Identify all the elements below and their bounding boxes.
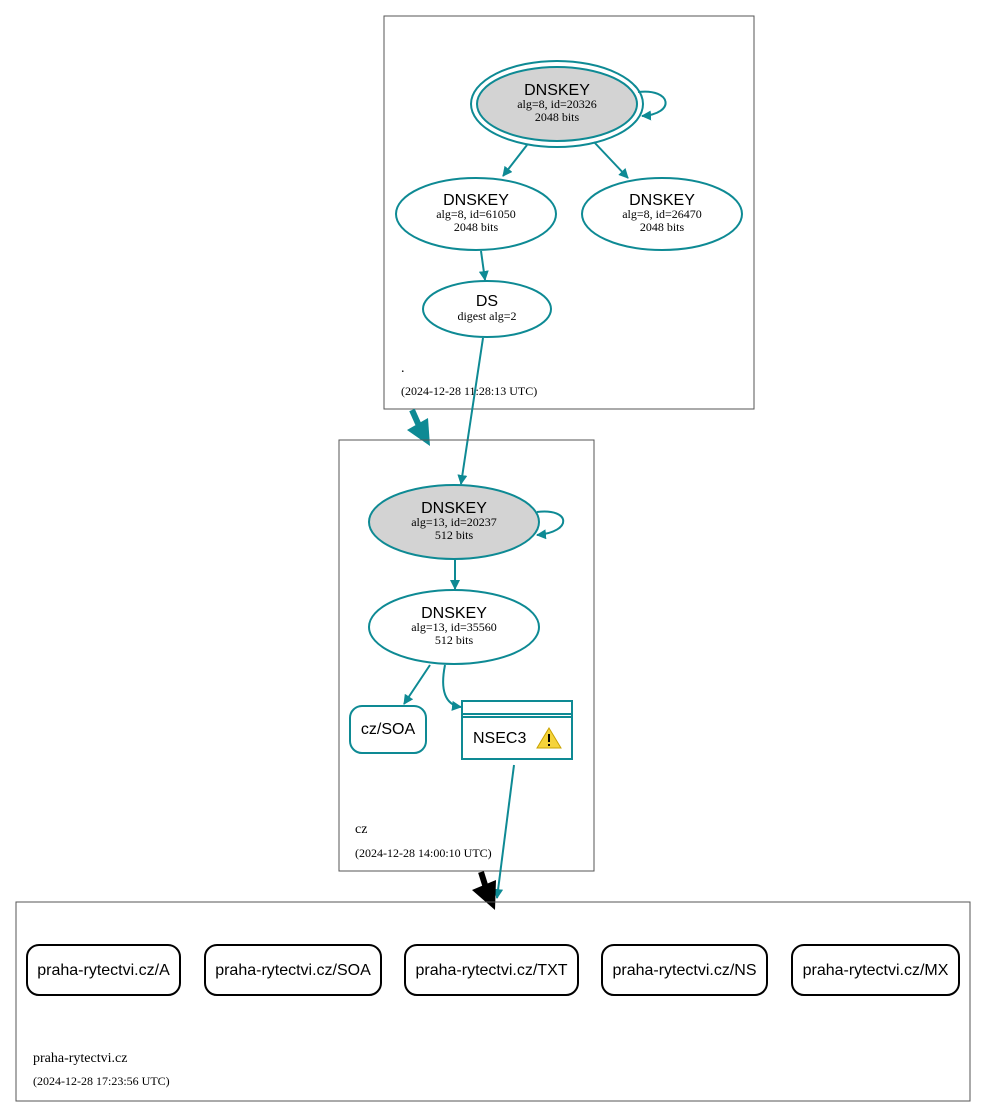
root-zsk2-title: DNSKEY [629,192,695,209]
root-zsk1-node[interactable]: DNSKEY alg=8, id=61050 2048 bits [395,177,557,251]
zone-root-name: . [401,361,405,376]
root-zsk1-line2: 2048 bits [454,220,499,234]
zone-praha-name: praha-rytectvi.cz [33,1051,127,1066]
edge-nsec3-to-praha [493,764,515,899]
root-ksk-line2: 2048 bits [535,110,580,124]
rrset-a-node[interactable]: praha-rytectvi.cz/A [26,944,181,996]
root-zsk1-line1: alg=8, id=61050 [436,207,516,221]
cz-zsk-line1: alg=13, id=35560 [411,620,497,634]
warning-icon [536,727,562,749]
cz-ds-node[interactable]: DS digest alg=2 [422,280,552,338]
root-zsk2-line1: alg=8, id=26470 [622,207,702,221]
edge-cz-zsk-to-soa [403,664,431,705]
zone-cz-box [338,439,595,872]
cz-nsec3-node[interactable]: NSEC3 [461,700,573,760]
zone-cz-timestamp: (2024-12-28 14:00:10 UTC) [355,846,492,860]
cz-ds-line1: digest alg=2 [457,309,516,323]
root-zsk2-line2: 2048 bits [640,220,685,234]
root-ksk-node[interactable]: DNSKEY alg=8, id=20326 2048 bits [470,60,644,148]
cz-ksk-self-edge [536,510,565,540]
root-zsk1-title: DNSKEY [443,192,509,209]
edge-root-ksk-to-zsk1 [502,144,528,177]
root-ksk-title: DNSKEY [524,82,590,99]
rrset-txt-label: praha-rytectvi.cz/TXT [415,962,567,979]
rrset-txt-node[interactable]: praha-rytectvi.cz/TXT [404,944,579,996]
edge-cz-zsk-to-nsec3 [442,664,462,711]
cz-soa-label: cz/SOA [361,721,416,738]
rrset-ns-label: praha-rytectvi.cz/NS [612,962,756,979]
delegation-cz-to-praha [472,871,496,910]
cz-zsk-title: DNSKEY [421,605,487,622]
delegation-root-to-cz [407,408,430,446]
rrset-ns-node[interactable]: praha-rytectvi.cz/NS [601,944,768,996]
cz-ksk-line1: alg=13, id=20237 [411,515,497,529]
cz-nsec3-label: NSEC3 [473,730,526,747]
cz-ksk-line2: 512 bits [435,528,474,542]
zone-praha-timestamp: (2024-12-28 17:23:56 UTC) [33,1074,170,1088]
zone-cz-name: cz [355,822,367,837]
cz-soa-node[interactable]: cz/SOA [349,705,427,754]
rrset-mx-label: praha-rytectvi.cz/MX [803,962,949,979]
edge-ds-to-cz-ksk [457,337,484,485]
cz-ksk-node[interactable]: DNSKEY alg=13, id=20237 512 bits [368,484,540,560]
cz-ds-title: DS [476,293,498,310]
zone-root-timestamp: (2024-12-28 11:28:13 UTC) [401,384,537,398]
root-ksk-self-edge [637,90,667,121]
root-zsk2-node[interactable]: DNSKEY alg=8, id=26470 2048 bits [581,177,743,251]
zone-root-box [383,15,755,410]
cz-zsk-node[interactable]: DNSKEY alg=13, id=35560 512 bits [368,589,540,665]
rrset-mx-node[interactable]: praha-rytectvi.cz/MX [791,944,960,996]
rrset-a-label: praha-rytectvi.cz/A [37,962,170,979]
root-ksk-line1: alg=8, id=20326 [517,97,597,111]
edge-root-zsk1-to-ds [478,250,489,281]
cz-zsk-line2: 512 bits [435,633,474,647]
zone-praha-box [15,901,971,1102]
edge-root-ksk-to-zsk2 [593,141,629,179]
rrset-soa-label: praha-rytectvi.cz/SOA [215,962,371,979]
rrset-soa-node[interactable]: praha-rytectvi.cz/SOA [204,944,382,996]
cz-ksk-title: DNSKEY [421,500,487,517]
